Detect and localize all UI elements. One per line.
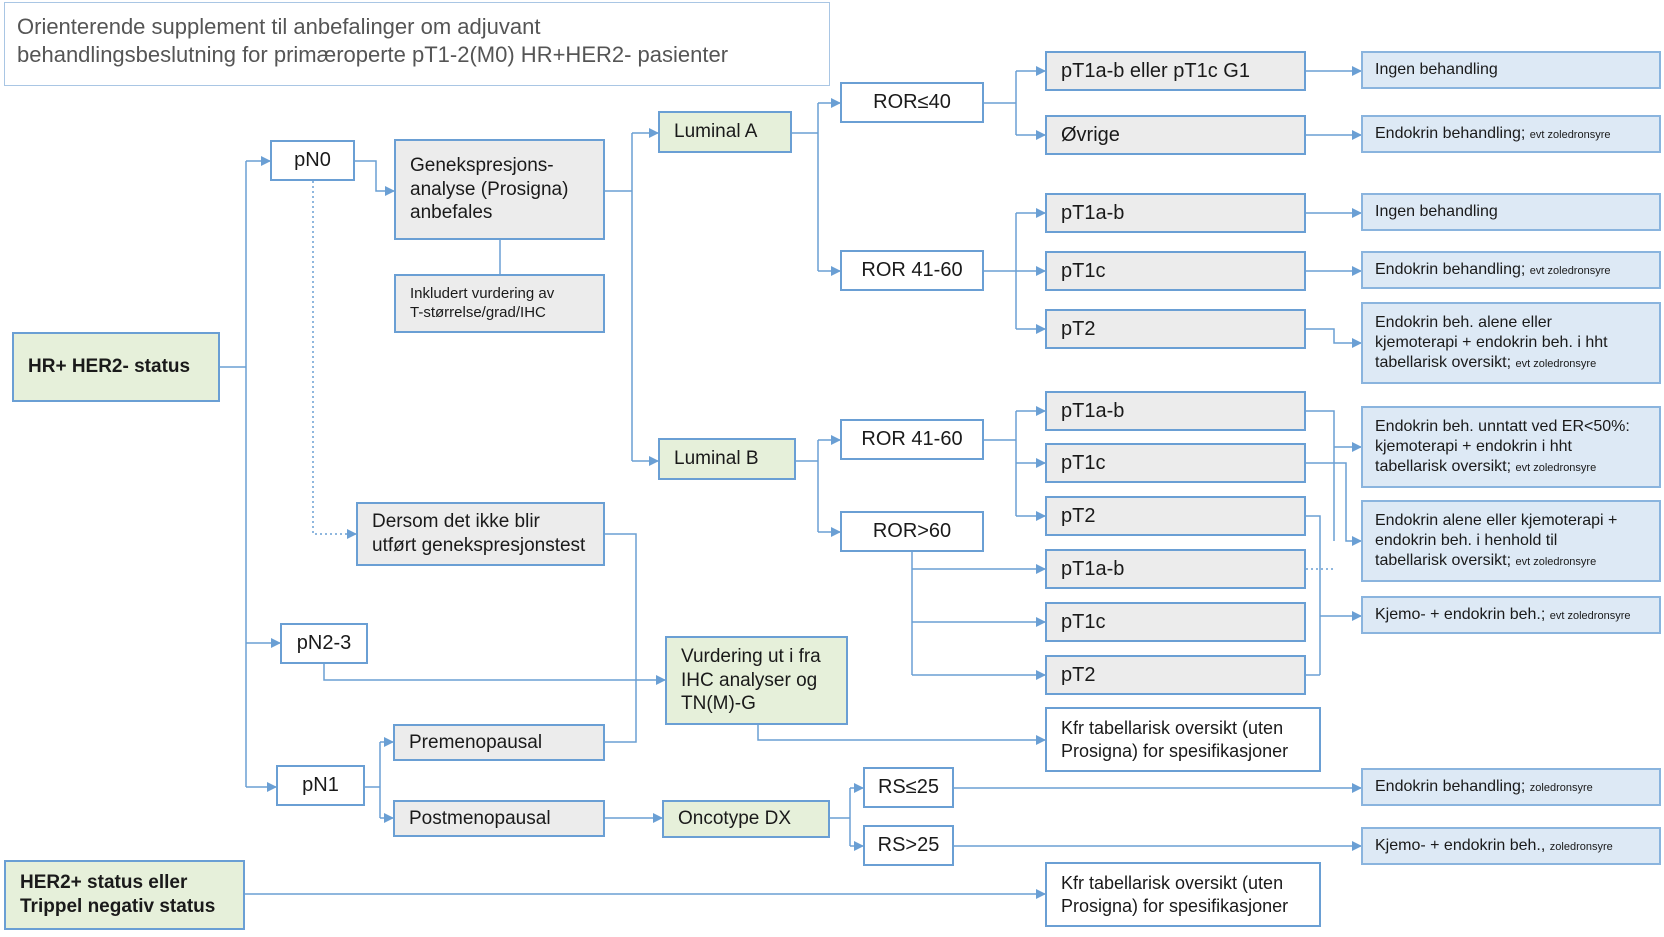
pt-node-9: pT1a-b <box>1045 549 1306 589</box>
oncotype-dx-node: Oncotype DX <box>662 800 830 838</box>
hr-her2-status-node: HR+ HER2- status <box>12 332 220 402</box>
gene-expression-node: Genekspresjons- analyse (Prosigna) anbef… <box>394 139 605 240</box>
pt-node-11: pT2 <box>1045 655 1306 695</box>
ror-gt60-node: ROR>60 <box>840 511 984 552</box>
pt-node-8: pT2 <box>1045 496 1306 536</box>
rs-le25-node: RS≤25 <box>863 767 954 808</box>
pt-node-7: pT1c <box>1045 443 1306 483</box>
outcome-7-text: Endokrin alene eller kjemoterapi + endok… <box>1375 512 1618 569</box>
ihc-assessment-node: Vurdering ut i fra IHC analyser og TN(M)… <box>665 636 848 725</box>
outcome-5: Endokrin beh. alene eller kjemoterapi + … <box>1361 302 1661 384</box>
luminal-a-node: Luminal A <box>658 111 792 153</box>
outcome-5-text: Endokrin beh. alene eller kjemoterapi + … <box>1375 314 1608 371</box>
her2-tn-status-node: HER2+ status eller Trippel negativ statu… <box>4 860 245 930</box>
luminal-b-node: Luminal B <box>658 438 796 480</box>
pt-node-10: pT1c <box>1045 602 1306 642</box>
premenopausal-node: Premenopausal <box>393 724 605 761</box>
outcome-8: Kjemo- + endokrin beh.; evt zoledronsyre <box>1361 596 1661 634</box>
pn0-node: pN0 <box>270 140 355 181</box>
included-assessment-node: Inkludert vurdering av T-størrelse/grad/… <box>394 274 605 333</box>
ror-41-60-b-node: ROR 41-60 <box>840 419 984 460</box>
kfr-node-2: Kfr tabellarisk oversikt (uten Prosigna)… <box>1045 862 1321 927</box>
outcome-3: Ingen behandling <box>1361 193 1661 231</box>
diagram-title: Orienterende supplement til anbefalinger… <box>4 2 830 86</box>
outcome-6: Endokrin beh. unntatt ved ER<50%: kjemot… <box>1361 406 1661 488</box>
pn23-node: pN2-3 <box>280 623 368 664</box>
postmenopausal-node: Postmenopausal <box>393 800 605 837</box>
pt-node-2: Øvrige <box>1045 115 1306 155</box>
outcome-1: Ingen behandling <box>1361 51 1661 89</box>
rs-gt25-node: RS>25 <box>863 825 954 866</box>
pt-node-4: pT1c <box>1045 251 1306 291</box>
pn1-node: pN1 <box>276 765 365 806</box>
outcome-9-text: Endokrin behandling; zoledronsyre <box>1375 778 1593 795</box>
no-gene-test-node: Dersom det ikke blir utført genekspresjo… <box>356 502 605 566</box>
outcome-2: Endokrin behandling; evt zoledronsyre <box>1361 115 1661 153</box>
outcome-6-text: Endokrin beh. unntatt ved ER<50%: kjemot… <box>1375 418 1630 475</box>
kfr-node-1: Kfr tabellarisk oversikt (uten Prosigna)… <box>1045 707 1321 772</box>
ror-le40-node: ROR≤40 <box>840 82 984 123</box>
outcome-2-text: Endokrin behandling; evt zoledronsyre <box>1375 125 1611 142</box>
outcome-10: Kjemo- + endokrin beh., zoledronsyre <box>1361 827 1661 865</box>
outcome-10-text: Kjemo- + endokrin beh., zoledronsyre <box>1375 837 1613 854</box>
outcome-7: Endokrin alene eller kjemoterapi + endok… <box>1361 500 1661 582</box>
outcome-4-text: Endokrin behandling; evt zoledronsyre <box>1375 261 1611 278</box>
outcome-8-text: Kjemo- + endokrin beh.; evt zoledronsyre <box>1375 606 1631 623</box>
pt-node-6: pT1a-b <box>1045 391 1306 431</box>
outcome-9: Endokrin behandling; zoledronsyre <box>1361 768 1661 806</box>
pt-node-5: pT2 <box>1045 309 1306 349</box>
pt-node-3: pT1a-b <box>1045 193 1306 233</box>
pt-node-1: pT1a-b eller pT1c G1 <box>1045 51 1306 91</box>
outcome-4: Endokrin behandling; evt zoledronsyre <box>1361 251 1661 289</box>
ror-41-60-a-node: ROR 41-60 <box>840 250 984 291</box>
